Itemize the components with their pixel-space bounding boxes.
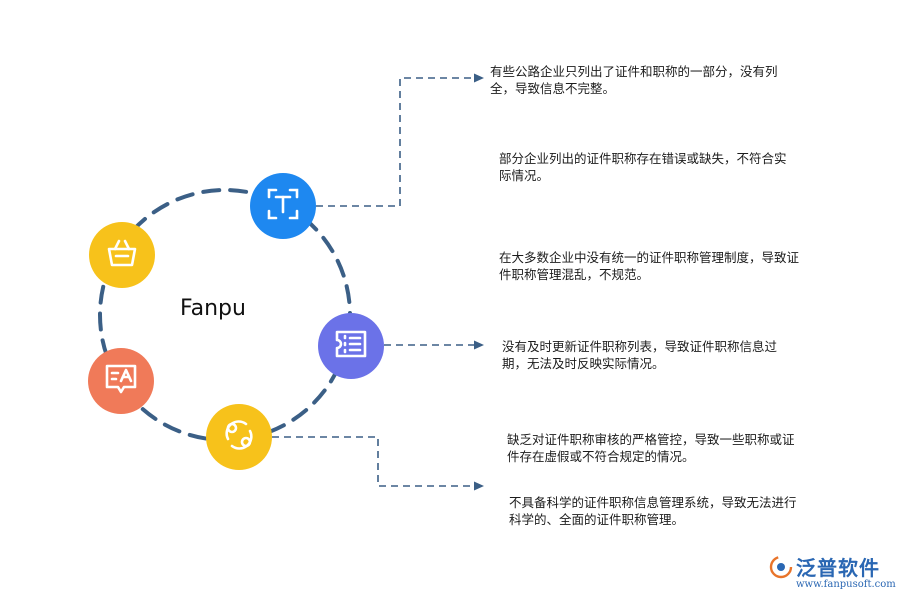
- translate-chat-icon: [101, 359, 141, 403]
- translate-chat-node: [88, 348, 154, 414]
- callout-3: 在大多数企业中没有统一的证件职称管理制度，导致证件职称管理混乱，不规范。: [499, 250, 800, 282]
- text-scan-node: [250, 173, 316, 239]
- arrowhead-bottom: [474, 481, 484, 491]
- connector-bottom: [272, 436, 476, 487]
- logo-title: 泛普软件: [796, 556, 880, 580]
- swap-circle-icon: [219, 415, 259, 459]
- arrowhead-middle: [474, 340, 484, 350]
- basket-node: [89, 222, 155, 288]
- callout-1: 有些公路企业只列出了证件和职称的一部分，没有列全，导致信息不完整。: [490, 64, 778, 96]
- text-scan-icon: [263, 184, 303, 228]
- callout-5: 缺乏对证件职称审核的严格管控，导致一些职称或证件存在虚假或不符合规定的情况。: [507, 432, 795, 464]
- arrowhead-top: [474, 73, 484, 83]
- basket-icon: [102, 233, 142, 277]
- center-label: Fanpu: [180, 296, 246, 321]
- callout-2: 部分企业列出的证件职称存在错误或缺失，不符合实际情况。: [499, 151, 787, 183]
- logo-mark-icon: [769, 555, 793, 579]
- callout-4: 没有及时更新证件职称列表，导致证件职称信息过期，无法及时反映实际情况。: [502, 339, 778, 371]
- callout-6: 不具备科学的证件职称信息管理系统，导致无法进行科学的、全面的证件职称管理。: [509, 495, 797, 527]
- logo-url: www.fanpusoft.com: [796, 579, 896, 590]
- brand-logo: 泛普软件 www.fanpusoft.com: [768, 552, 896, 596]
- connector-top: [316, 77, 476, 207]
- list-card-icon: [331, 324, 371, 368]
- swap-circle-node: [206, 404, 272, 470]
- list-card-node: [318, 313, 384, 379]
